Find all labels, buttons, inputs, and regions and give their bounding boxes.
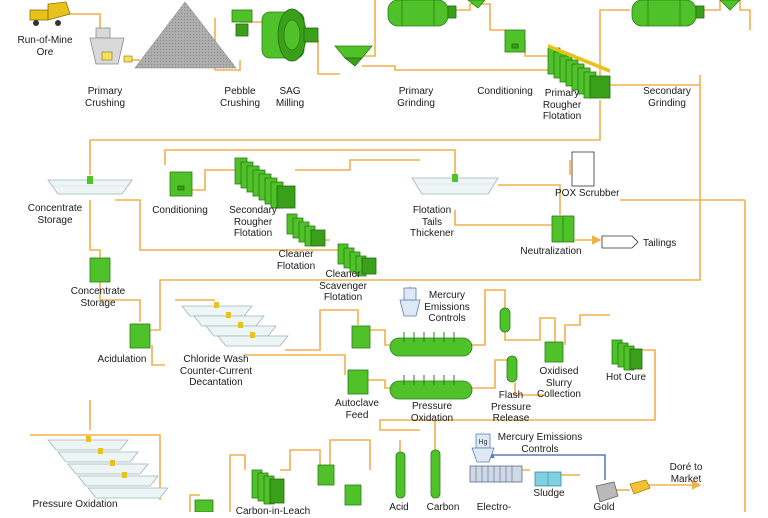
autoclave-2-icon xyxy=(389,375,473,400)
gold-label: Gold xyxy=(593,502,615,513)
autoclave-feed-tank-icon xyxy=(347,369,369,395)
secondary-grinding-label: Secondary Grinding xyxy=(643,86,691,109)
secondary-ball-mill-icon xyxy=(631,0,741,27)
gold-furnace-icon xyxy=(595,481,619,503)
pox-scrubber-label: POX Scrubber xyxy=(555,188,620,199)
secondary-rougher-flotation-label: Secondary Rougher Flotation xyxy=(229,205,277,239)
mercury-emissions-1-label: Mercury Emissions Controls xyxy=(424,290,470,324)
primary-rougher-flotation-cells-icon xyxy=(547,44,611,99)
acid-wash-column-icon xyxy=(395,451,406,499)
tailings-arrow-icon xyxy=(601,235,639,249)
dore-to-market-label: Doré to Market xyxy=(669,462,703,485)
bottom-small-tank-icon xyxy=(194,499,214,512)
mercury-emissions-controls-2-icon: Hg xyxy=(471,433,495,463)
mercury-emissions-2-label: Mercury Emissions Controls xyxy=(497,432,583,455)
cleaner-scavenger-flotation-label: Cleaner Scavenger Flotation xyxy=(319,269,367,303)
cleaner-flotation-cells-icon xyxy=(286,213,326,247)
acidulation-label: Acidulation xyxy=(97,354,147,365)
concentrate-storage-1-label: Concentrate Storage xyxy=(27,203,83,226)
primary-ball-mill-icon xyxy=(387,0,486,27)
secondary-rougher-flotation-cells-icon xyxy=(234,157,296,209)
neutralization-tank-icon xyxy=(551,215,575,243)
gold-bar-icon xyxy=(629,479,651,495)
pebble-crushing-label: Pebble Crushing xyxy=(219,86,261,109)
hot-cure-label: Hot Cure xyxy=(605,372,647,383)
primary-crushing-label: Primary Crushing xyxy=(84,86,126,109)
cil-small-tank-1-icon xyxy=(317,464,335,486)
pebble-crusher-icon xyxy=(231,9,253,37)
cil-small-tank-2-icon xyxy=(344,484,362,506)
sag-milling-label: SAG Milling xyxy=(275,86,305,109)
flotation-tails-thickener-label: Flotation Tails Thickener xyxy=(410,205,454,239)
conditioning-tank-2-icon xyxy=(169,171,193,197)
mercury-emissions-controls-1-icon: Hg xyxy=(399,287,421,317)
oxidised-slurry-tank-icon xyxy=(544,341,564,363)
autoclave-feed-label: Autoclave Feed xyxy=(335,398,379,421)
cleaner-scavenger-flotation-cells-icon xyxy=(337,243,377,277)
carbon-label: Carbon xyxy=(426,502,460,513)
pipes xyxy=(30,0,751,512)
pressure-oxidation-label: Pressure Oxidation xyxy=(410,401,454,424)
acid-label: Acid xyxy=(389,502,409,513)
run-of-mine-ore-label: Run-of-Mine Ore xyxy=(17,35,73,58)
neutralization-label: Neutralization xyxy=(520,246,582,257)
concentrate-storage-2-label: Concentrate Storage xyxy=(70,286,126,309)
concentrate-thickener-1-icon xyxy=(47,176,133,195)
chloride-wash-label: Chloride Wash Counter-Current Decantatio… xyxy=(179,354,253,388)
electro-label: Electro- xyxy=(476,502,512,513)
conditioning-1-label: Conditioning xyxy=(477,86,533,97)
dump-truck-icon xyxy=(29,1,71,26)
autoclave-tank-small-icon xyxy=(351,325,371,349)
electrowinning-cells-icon xyxy=(469,465,523,483)
carbon-in-leach-tanks-icon xyxy=(251,469,285,505)
flash-vessel-2-icon xyxy=(506,355,518,383)
svg-text:Hg: Hg xyxy=(479,439,488,446)
ore-stockpile-icon xyxy=(134,1,237,69)
sludge-label: Sludge xyxy=(533,488,565,499)
cleaner-flotation-label: Cleaner Flotation xyxy=(276,249,316,272)
oxidised-slurry-collection-label: Oxidised Slurry Collection xyxy=(537,366,581,400)
pox-scrubber-icon xyxy=(571,151,595,187)
primary-crusher-icon xyxy=(89,27,133,65)
autoclave-1-icon xyxy=(389,332,473,357)
acidulation-tank-icon xyxy=(129,323,151,349)
chloride-wash-ccd-icon xyxy=(181,302,289,347)
primary-rougher-flotation-label: Primary Rougher Flotation xyxy=(542,88,582,122)
conditioning-2-label: Conditioning xyxy=(152,205,208,216)
hot-cure-tanks-icon xyxy=(611,339,643,371)
conditioning-tank-1-icon xyxy=(504,29,526,53)
vibrating-screen-icon xyxy=(334,45,373,67)
flotation-tails-thickener-icon xyxy=(411,174,499,195)
sag-mill-icon xyxy=(261,8,319,62)
sludge-filter-icon xyxy=(534,471,562,487)
flash-vessel-1-icon xyxy=(499,307,511,333)
carbon-column-icon xyxy=(430,449,441,499)
concentrate-storage-tank-2-icon xyxy=(89,257,111,283)
flash-pressure-release-label: Flash Pressure Release xyxy=(490,390,532,424)
pressure-oxidation-ccd-icon xyxy=(47,436,169,499)
pressure-oxidation-bottom-label: Pressure Oxidation xyxy=(32,499,118,510)
tailings-label: Tailings xyxy=(643,238,677,249)
primary-grinding-label: Primary Grinding xyxy=(397,86,435,109)
